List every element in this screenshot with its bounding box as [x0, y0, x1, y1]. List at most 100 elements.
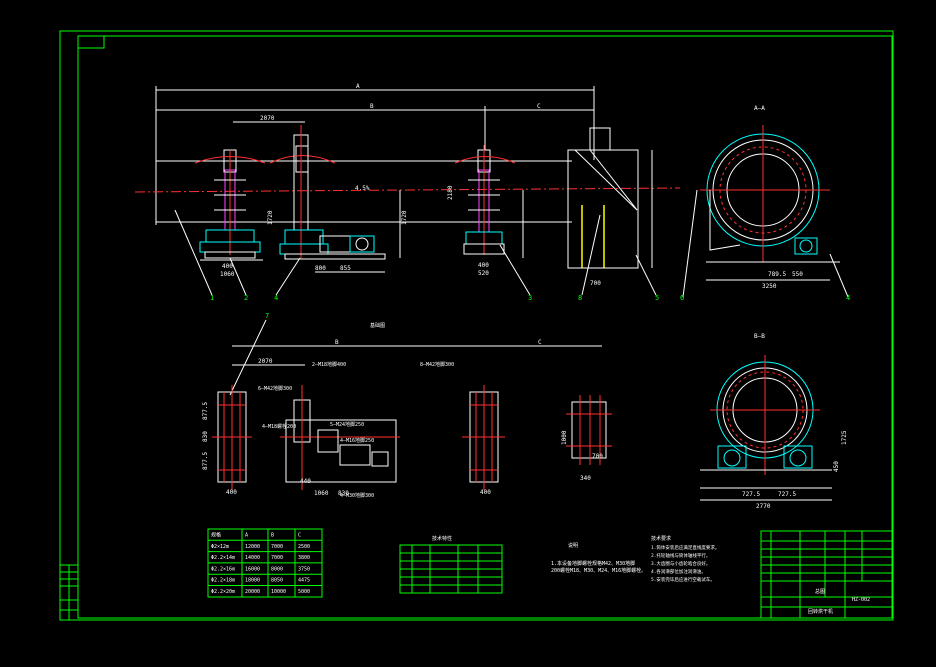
section-aa-label: A—A — [754, 105, 765, 112]
plan-dim-2070: 2070 — [258, 358, 273, 365]
dim-2180: 2180 — [447, 185, 454, 200]
spec-table-cell: 7000 — [271, 544, 283, 550]
spec-header-cell: 规格 — [211, 532, 221, 539]
req-line-2: 2.托轮轴线与筒体轴线平行。 — [651, 552, 710, 559]
spec-table-cell: Φ2.2×16m — [211, 566, 235, 572]
spec-table-cell: 8050 — [271, 578, 283, 584]
part-number-5: 5 — [655, 294, 659, 302]
dim-1720: 1720 — [267, 210, 274, 225]
dim-800: 800 — [315, 265, 326, 272]
plan-d400b: 400 — [480, 489, 491, 496]
plan-d700: 700 — [592, 453, 603, 460]
req-title: 技术要求 — [651, 535, 671, 542]
dim-400b: 400 — [478, 262, 489, 269]
plan-note-2: 2—M18地脚400 — [312, 361, 346, 368]
dim-2070: 2070 — [260, 115, 275, 122]
corner-box — [77, 35, 105, 49]
dim-550: 550 — [792, 271, 803, 278]
spec-header-cell: B — [271, 533, 274, 539]
notes-line-2: 200螺栓M18、M30、M24、M16地脚螺栓。 — [551, 567, 646, 574]
dim-789: 789.5 — [768, 271, 786, 278]
plan-d877b: 877.5 — [202, 452, 209, 470]
plan-note-6: 4—M16地脚250 — [340, 437, 374, 444]
part-number-7: 7 — [265, 312, 269, 320]
spec-table-cell: 8000 — [271, 566, 283, 572]
spec-table-cell: Φ2.2×20m — [211, 589, 235, 595]
req-line-3: 3.大齿圈与小齿轮啮合良好。 — [651, 560, 710, 567]
main-elevation: A B C 2070 4.5% — [134, 83, 681, 302]
dim-1720b: 1720 — [401, 210, 408, 225]
plan-d877: 877.5 — [202, 402, 209, 420]
title-name: 回转烘干机 — [808, 608, 833, 615]
dim-727a: 727.5 — [742, 491, 760, 498]
notes-block: 说明 1.本设备地脚螺栓规格M42、M30地脚 200螺栓M18、M30、M24… — [551, 535, 719, 583]
plan-d1060: 1060 — [314, 490, 329, 497]
spec-table-cell: Φ2.2×18m — [211, 578, 235, 584]
dim-1060: 1060 — [220, 271, 235, 278]
dim-C: C — [537, 103, 541, 110]
spec-table-cell: 7000 — [271, 555, 283, 561]
req-line-1: 1.筒体安装后应满足直线度要求。 — [651, 544, 719, 551]
dim-855: 855 — [340, 265, 351, 272]
dim-400: 400 — [222, 263, 233, 270]
part-number-8: 8 — [578, 294, 582, 302]
plan-note-4: 4—M18螺栓200 — [262, 423, 296, 430]
spec-table-cell: 5000 — [298, 589, 310, 595]
plan-d1000: 1000 — [561, 430, 568, 445]
dim-A: A — [356, 83, 360, 90]
plan-note-5: 5—M24地脚250 — [330, 421, 364, 428]
plan-d830b: 830 — [338, 490, 349, 497]
notes-line-1: 1.本设备地脚螺栓规格M42、M30地脚 — [551, 560, 635, 567]
dim-B: B — [370, 103, 374, 110]
dim-727b: 727.5 — [778, 491, 796, 498]
req-line-4: 4.各润滑部位加注润滑油。 — [651, 568, 706, 575]
spec-header-cell: C — [298, 533, 301, 539]
dim-1725: 1725 — [841, 430, 848, 445]
part-number-2: 2 — [244, 294, 248, 302]
slope-label: 4.5% — [355, 185, 370, 192]
title-drawing-no: HZ-002 — [852, 597, 870, 603]
outer-frame — [59, 30, 894, 621]
tech-table: 技术特性 — [399, 535, 503, 594]
spec-table-cell: 12000 — [245, 544, 260, 550]
tech-title: 技术特性 — [432, 535, 452, 542]
spec-table-cell: Φ2×12m — [211, 544, 229, 550]
spec-table-cell: 3800 — [298, 555, 310, 561]
part-number-3: 3 — [528, 294, 532, 302]
dim-700: 700 — [590, 280, 601, 287]
section-a-a: A—A 789.5 550 3250 6 4 — [680, 105, 850, 302]
dim-450: 450 — [833, 461, 840, 472]
spec-table-cell: Φ2.2×14m — [211, 555, 235, 561]
spec-header-cell: A — [245, 533, 248, 539]
spec-table-cell: 3750 — [298, 566, 310, 572]
spec-table-cell: 14000 — [245, 555, 260, 561]
spec-table-cell: 18000 — [245, 578, 260, 584]
part-number-4: 4 — [274, 294, 278, 302]
plan-d830: 830 — [202, 431, 209, 442]
spec-table-cell: 20000 — [245, 589, 260, 595]
spec-table-cell: 16000 — [245, 566, 260, 572]
inner-frame — [77, 35, 893, 619]
title-label: 总图 — [815, 588, 825, 595]
spec-table-cell: 2500 — [298, 544, 310, 550]
dim-2770: 2770 — [756, 503, 771, 510]
plan-d440: 440 — [300, 478, 311, 485]
plan-d340: 340 — [580, 475, 591, 482]
dim-3250: 3250 — [762, 283, 777, 290]
plan-dim-C: C — [538, 339, 542, 346]
part-number-4b: 4 — [846, 294, 850, 302]
plan-dim-B: B — [335, 339, 339, 346]
part-number-6: 6 — [680, 294, 684, 302]
spec-table-cell: 10000 — [271, 589, 286, 595]
plan-note-1: 6—M42地脚300 — [258, 385, 292, 392]
foundation-plan: 基础图 7 B C 2070 877.5 830 877.5 400 440 1… — [202, 312, 612, 499]
plan-d400: 400 — [226, 489, 237, 496]
left-margin-strip — [60, 564, 78, 620]
req-line-5: 5.安装完毕后应进行空载试车。 — [651, 576, 715, 583]
plan-note-3: 8—M42地脚300 — [420, 361, 454, 368]
notes-title: 说明 — [568, 542, 578, 549]
section-b-b: B—B 727.5 727.5 2770 1725 450 — [700, 333, 848, 510]
spec-table-cell: 4475 — [298, 578, 310, 584]
